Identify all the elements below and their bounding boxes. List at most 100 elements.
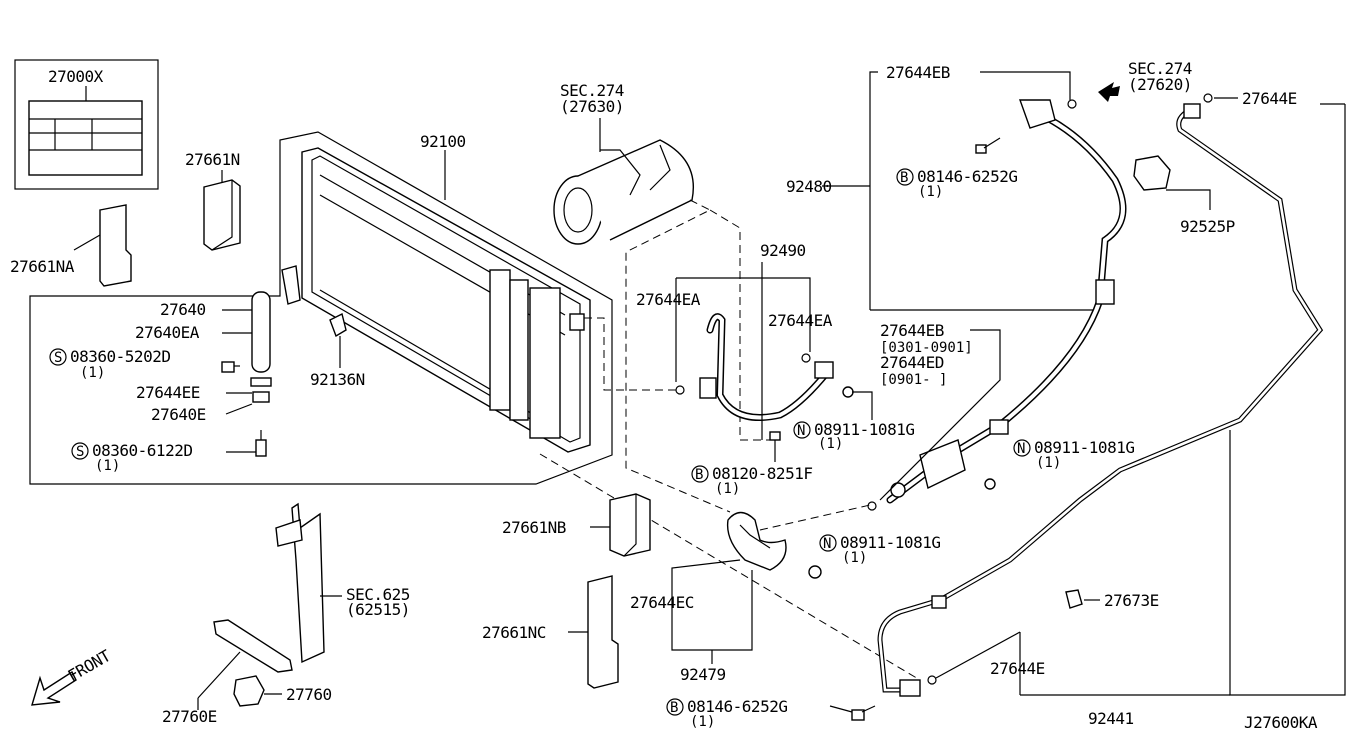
ref-27630: (27630) — [560, 97, 624, 116]
part-27644ea-1: 27644EA — [636, 290, 701, 309]
bolt-08360-5202d: S 08360-5202D (1) — [49, 347, 235, 381]
sensor-27760: 27760 — [233, 675, 332, 707]
part-27640ea: 27640EA — [135, 323, 200, 342]
leader-27644ec — [759, 504, 871, 531]
part-92525p: 92525P — [1180, 217, 1235, 236]
clip-27673e: 27673E — [1065, 589, 1159, 610]
marker-b-icon — [691, 465, 709, 483]
svg-text:N: N — [797, 423, 805, 439]
leader-condenser — [539, 453, 921, 681]
label-caution-27000x: 27000X — [14, 59, 159, 190]
svg-text:N: N — [823, 536, 831, 552]
part-08120-8251f: 08120-8251F — [712, 464, 812, 483]
oring-27644e-top — [1203, 93, 1213, 103]
svg-text:B: B — [695, 467, 703, 483]
qty-08911-b: (1) — [1036, 455, 1061, 471]
part-08360-5202d: 08360-5202D — [70, 347, 170, 366]
ref-sec274-a: SEC.274 — [560, 81, 624, 100]
oring-27644eb-ed: 27644EB [0301-0901] 27644ED [0901- ] — [879, 321, 1001, 501]
condenser-group-frame — [29, 131, 613, 485]
part-92480: 92480 — [786, 177, 832, 196]
part-92490: 92490 — [760, 241, 806, 260]
svg-text:N: N — [1017, 441, 1025, 457]
leader-condenser-outlet — [584, 317, 680, 391]
marker-n-icon — [1013, 439, 1031, 457]
part-27644e-top: 27644E — [1242, 89, 1297, 108]
compressor-sec274: SEC.274 (27630) — [553, 81, 694, 245]
part-27760e: 27760E — [162, 707, 217, 726]
condenser-side-bracket — [281, 265, 301, 305]
marker-b-icon — [666, 698, 684, 716]
part-27644eb-mid: 27644EB — [880, 321, 944, 340]
part-27760: 27760 — [286, 685, 332, 704]
part-08911-1081g-a: 08911-1081G — [814, 420, 914, 439]
range-0301-0901: [0301-0901] — [880, 340, 973, 356]
qty-08911-a: (1) — [818, 436, 843, 452]
hose-92490: 92490 27644EA 27644EA — [636, 241, 834, 440]
qty-08911-c: (1) — [842, 550, 867, 566]
part-27644e-bot: 27644E — [990, 659, 1045, 678]
part-08146-6252g-top: 08146-6252G — [917, 167, 1017, 186]
part-seal-27661na: 27661NA — [10, 204, 132, 287]
bolt-08120-8251f: B 08120-8251F (1) — [691, 431, 813, 497]
bracket-27760e: 27760E — [162, 619, 293, 726]
pipe-92479: 27644EC 92479 — [630, 511, 822, 684]
marker-s-icon — [71, 442, 89, 460]
part-92100: 92100 — [420, 132, 466, 151]
part-27661nc: 27661NC — [482, 623, 546, 642]
bolt-08360-6122d: S 08360-6122D (1) — [71, 441, 193, 474]
bracket-sec625: SEC.625 (62515) — [275, 502, 410, 664]
part-92479: 92479 — [680, 665, 726, 684]
part-08360-6122d: 08360-6122D — [92, 441, 192, 460]
arrow-icon — [1098, 82, 1120, 102]
nut-08911-1081g-b: N 08911-1081G (1) — [1013, 438, 1135, 471]
ref-sec274-b: SEC.274 — [1128, 59, 1192, 78]
ref-62515: (62515) — [346, 600, 410, 619]
leader-compressor-2 — [709, 209, 770, 441]
svg-text:S: S — [54, 350, 62, 366]
bolt-08146-6252g-bot: B 08146-6252G (1) — [666, 697, 876, 730]
nut-08911-1081g-a: N 08911-1081G (1) — [793, 386, 915, 452]
part-27661na: 27661NA — [10, 257, 75, 276]
part-27644ee: 27644EE — [136, 383, 200, 402]
svg-text:S: S — [76, 444, 84, 460]
diagram-code: J27600KA — [1244, 713, 1318, 732]
front-arrow-icon — [31, 670, 77, 706]
ref-sec274-27620: SEC.274 (27620) — [1098, 59, 1192, 102]
part-92441: 92441 — [1088, 709, 1134, 728]
qty-08120: (1) — [715, 481, 740, 497]
nut-08911-1081g-c: N 08911-1081G (1) — [819, 533, 941, 566]
part-27661nb: 27661NB — [502, 518, 566, 537]
part-seal-27661nb: 27661NB — [502, 493, 651, 557]
part-seal-27661nc: 27661NC — [482, 575, 619, 689]
sensor-92525p: 92525P — [1133, 155, 1235, 236]
part-27640e: 27640E — [151, 405, 206, 424]
part-08146-6252g-bot: 08146-6252G — [687, 697, 787, 716]
hose-group-92480: 27644EB 92480 B 08146-6252G (1) — [786, 63, 1127, 511]
part-27661n: 27661N — [185, 150, 240, 169]
condenser-92100: 92100 — [301, 132, 591, 453]
oring-27644e-bot — [927, 675, 937, 685]
svg-text:B: B — [670, 700, 678, 716]
marker-n-icon — [793, 421, 811, 439]
part-27673e: 27673E — [1104, 591, 1159, 610]
qty-08360-5202d: (1) — [80, 365, 105, 381]
part-27644ea-2: 27644EA — [768, 311, 833, 330]
qty-08146-bot: (1) — [690, 714, 715, 730]
ref-27620: (27620) — [1128, 75, 1192, 94]
part-08911-1081g-b: 08911-1081G — [1034, 438, 1134, 457]
part-27644eb-top: 27644EB — [886, 63, 950, 82]
receiver-tank-27640: 27640 27640EA 27644EE 27640E — [135, 291, 272, 457]
tube-92441: 92441 — [877, 103, 1346, 728]
svg-text:B: B — [900, 170, 908, 186]
part-27644ec: 27644EC — [630, 593, 694, 612]
marker-b-icon — [896, 168, 914, 186]
front-label: FRONT — [65, 646, 115, 686]
marker-s-icon — [49, 348, 67, 366]
leader-compressor — [625, 199, 731, 513]
qty-08360-6122d: (1) — [95, 458, 120, 474]
part-08911-1081g-c: 08911-1081G — [840, 533, 940, 552]
qty-08146-top: (1) — [918, 184, 943, 200]
part-27644ed: 27644ED — [880, 353, 944, 372]
